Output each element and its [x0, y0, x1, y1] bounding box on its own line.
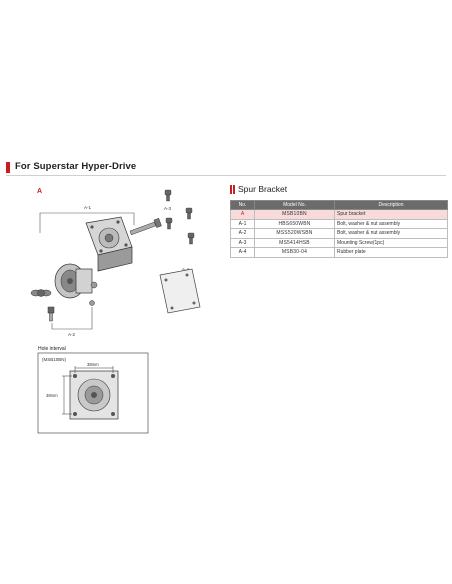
cell-model: MSB10BN	[254, 209, 335, 220]
parts-table: No. Model No. Description A MSB10BN Spur…	[230, 200, 448, 258]
section-title: For Superstar Hyper-Drive	[15, 161, 137, 172]
hole-interval-title: Hole interval	[38, 346, 66, 352]
nut-icon	[90, 281, 98, 289]
bracket-plate	[85, 216, 133, 272]
cell-model: MSS520WSBN	[254, 228, 335, 239]
bolt-icon	[47, 306, 55, 322]
section-marker	[6, 162, 10, 173]
table-row: A-4 MSB30-04 Rubber plate	[230, 247, 448, 258]
table-row: A MSB10BN Spur bracket	[230, 209, 448, 220]
cell-description: Bolt, washer & nut assembly	[334, 218, 448, 229]
screw-icon	[165, 217, 173, 230]
hole-width-label: 38mm	[87, 362, 99, 367]
cell-description: Bolt, washer & nut assembly	[334, 228, 448, 239]
cell-no: A-4	[230, 247, 255, 258]
cell-no: A-3	[230, 237, 255, 248]
hole-height-label: 38mm	[46, 393, 58, 398]
cell-description: Spur bracket	[334, 209, 448, 220]
table-header-row: No. Model No. Description	[230, 200, 448, 210]
column-header-description: Description	[334, 200, 448, 210]
rubber-plate	[159, 268, 201, 314]
cell-description: Mounting Screw(1pc)	[334, 237, 448, 248]
wing-nut-icon	[30, 289, 52, 297]
bolt-icon	[129, 217, 162, 236]
table-row: A-1 HBS650WBN Bolt, washer & nut assembl…	[230, 218, 448, 229]
cell-model: MSB30-04	[254, 247, 335, 258]
cell-model: MS5414HSB	[254, 237, 335, 248]
spec-title-marker	[233, 185, 235, 194]
label-a1: A-1	[84, 205, 92, 210]
nut-icon	[89, 300, 95, 306]
section-header: For Superstar Hyper-Drive	[6, 160, 446, 176]
screw-icon	[185, 207, 193, 220]
section-rule	[6, 175, 446, 176]
exploded-diagram: A A-1 A-3	[26, 183, 212, 437]
column-header-model: Model No.	[254, 200, 335, 210]
screw-icon	[187, 232, 195, 245]
cell-no: A-2	[230, 228, 255, 239]
assembly-mark: A	[37, 188, 42, 195]
cell-no: A	[230, 209, 255, 220]
cell-model: HBS650WBN	[254, 218, 335, 229]
column-header-no: No.	[230, 200, 255, 210]
label-a3: A-3	[164, 206, 172, 211]
table-row: A-3 MS5414HSB Mounting Screw(1pc)	[230, 237, 448, 248]
hole-interval-box: (MSB10BN) 38mm 38mm	[37, 352, 149, 434]
screw-icon	[164, 189, 172, 202]
table-row: A-2 MSS520WSBN Bolt, washer & nut assemb…	[230, 228, 448, 239]
gear-housing	[54, 263, 93, 299]
spec-title-text: Spur Bracket	[238, 184, 288, 194]
hole-interval-model: (MSB10BN)	[42, 357, 67, 362]
diagram-drawing: A A-1 A-3	[30, 188, 201, 434]
cell-no: A-1	[230, 218, 255, 229]
label-a2: A-2	[68, 332, 76, 337]
cell-description: Rubber plate	[334, 247, 448, 258]
spec-title-marker	[230, 185, 232, 194]
label-a4: A-4	[182, 267, 190, 272]
